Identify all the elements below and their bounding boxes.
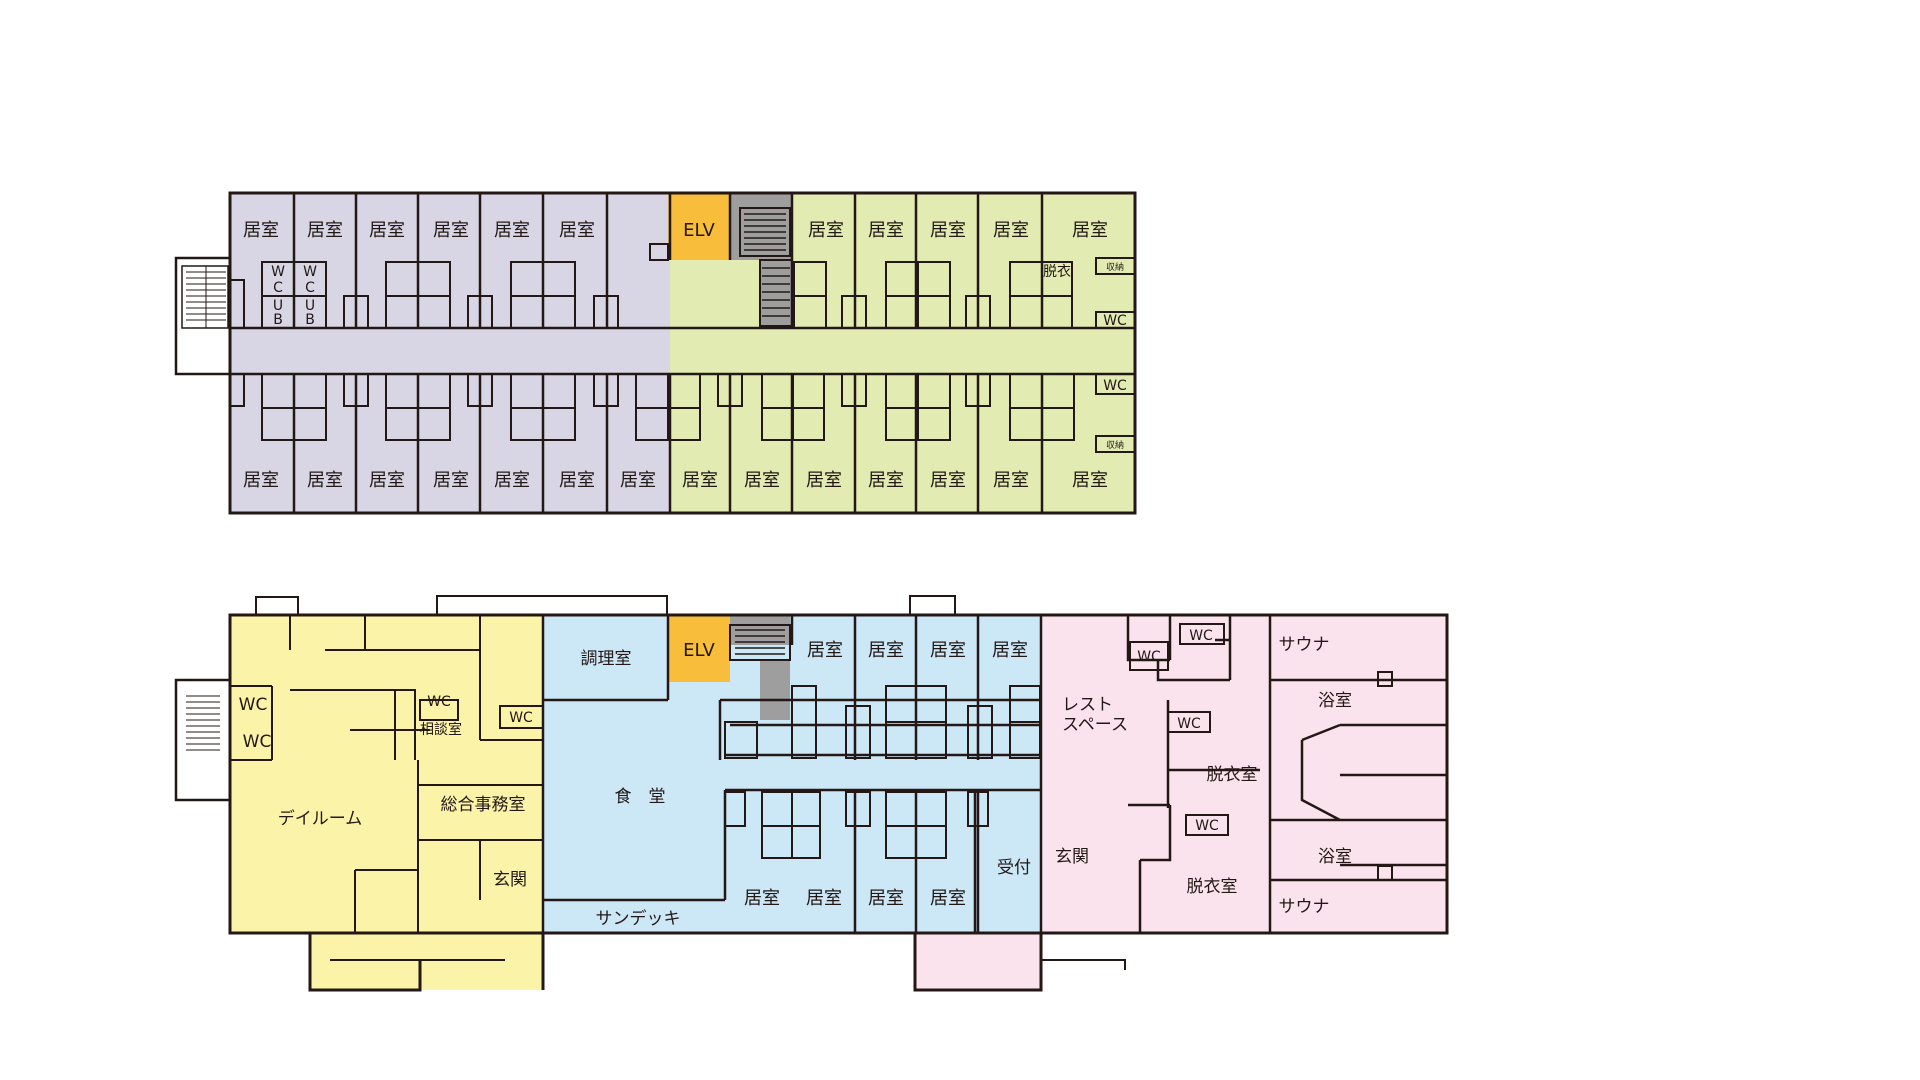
upper-purple-wing <box>230 193 670 513</box>
lower-room-6: 居室 <box>806 888 842 909</box>
lower-pink-extension <box>915 933 1041 990</box>
lower-wc-8: WC <box>1195 818 1219 834</box>
upper-room-bottom-12: 居室 <box>930 470 966 491</box>
kitchen-label: 調理室 <box>581 649 632 669</box>
svg-text:W: W <box>271 264 285 280</box>
upper-floor-plan: 居室 居室 居室 居室 居室 居室 居室 居室 居室 居室 居室 ELV 居室 … <box>174 191 1137 515</box>
lower-yellow-extension <box>310 933 543 990</box>
upper-room-bottom-10: 居室 <box>806 470 842 491</box>
sauna-a-label: サウナ <box>1279 635 1330 655</box>
lower-room-4: 居室 <box>992 640 1028 661</box>
sundeck-label: サンデッキ <box>596 908 681 929</box>
upper-elevator-label: ELV <box>683 220 715 241</box>
svg-text:B: B <box>305 312 315 328</box>
upper-room-bottom-7: 居室 <box>620 470 656 491</box>
lower-wc-4: WC <box>509 710 533 726</box>
lower-center-stair <box>729 624 791 661</box>
upper-room-bottom-8: 居室 <box>682 470 718 491</box>
svg-text:WC: WC <box>1103 313 1127 329</box>
sauna-b-label: サウナ <box>1279 897 1330 917</box>
upper-left-stair <box>174 256 232 376</box>
entrance-right-label: 玄関 <box>1055 847 1089 867</box>
lower-stair-2 <box>760 660 790 720</box>
lower-room-3: 居室 <box>930 640 966 661</box>
upper-room-bottom-9: 居室 <box>744 470 780 491</box>
upper-room-bottom-14: 居室 <box>1072 470 1108 491</box>
upper-room-bottom-1: 居室 <box>243 470 279 491</box>
upper-room-top-4: 居室 <box>433 220 469 241</box>
svg-text:B: B <box>273 312 283 328</box>
upper-room-top-8: 居室 <box>868 220 904 241</box>
lower-room-8: 居室 <box>930 888 966 909</box>
upper-room-bottom-5: 居室 <box>494 470 530 491</box>
upper-room-top-3: 居室 <box>369 220 405 241</box>
upper-room-top-10: 居室 <box>993 220 1029 241</box>
lower-floor-plan: ELV 調理室 食 堂 サンデッキ デイルーム 総合事務室 相談室 玄関 受付 … <box>174 595 1449 992</box>
upper-elevator <box>668 193 730 260</box>
upper-stair-lower <box>760 260 792 326</box>
consult-label: 相談室 <box>420 721 462 738</box>
lower-wc-1: WC <box>239 695 268 715</box>
upper-room-top-1: 居室 <box>243 220 279 241</box>
upper-room-bottom-11: 居室 <box>868 470 904 491</box>
dayroom-label: デイルーム <box>278 808 363 829</box>
lower-wc-5: WC <box>1137 649 1161 665</box>
changing-room-b-label: 脱衣室 <box>1187 877 1238 897</box>
bath-a-label: 浴室 <box>1318 691 1352 711</box>
svg-text:C: C <box>305 280 315 296</box>
lower-room-1: 居室 <box>807 640 843 661</box>
upper-unit-labels: W C W C U B U B 脱衣 収納 WC WC 収納 <box>271 261 1127 451</box>
lower-wc-2: WC <box>243 732 272 752</box>
upper-room-top-7: 居室 <box>808 220 844 241</box>
upper-center-stair <box>649 207 793 327</box>
upper-room-bottom-2: 居室 <box>307 470 343 491</box>
upper-room-top-9: 居室 <box>930 220 966 241</box>
lower-left-stair <box>174 678 232 802</box>
upper-room-bottom-13: 居室 <box>993 470 1029 491</box>
lower-blue-wing <box>543 615 1041 933</box>
lower-wc-7: WC <box>1177 716 1201 732</box>
upper-room-top-2: 居室 <box>307 220 343 241</box>
svg-text:脱衣: 脱衣 <box>1043 264 1071 280</box>
bath-b-label: 浴室 <box>1318 847 1352 867</box>
upper-room-top-11: 居室 <box>1072 220 1108 241</box>
lower-room-2: 居室 <box>868 640 904 661</box>
svg-text:W: W <box>303 264 317 280</box>
upper-top-units <box>229 257 1136 329</box>
svg-text:収納: 収納 <box>1106 261 1124 273</box>
svg-text:WC: WC <box>1103 378 1127 394</box>
svg-text:U: U <box>273 298 283 314</box>
upper-room-top-6: 居室 <box>559 220 595 241</box>
upper-room-top-5: 居室 <box>494 220 530 241</box>
lower-room-7: 居室 <box>868 888 904 909</box>
changing-room-a-label: 脱衣室 <box>1207 765 1258 785</box>
svg-text:C: C <box>273 280 283 296</box>
lower-room-5: 居室 <box>744 888 780 909</box>
lower-wc-3: WC <box>427 694 451 710</box>
dining-label: 食 堂 <box>615 787 666 807</box>
svg-text:収納: 収納 <box>1106 439 1124 451</box>
reception-label: 受付 <box>997 858 1031 878</box>
lower-yellow-wing <box>230 615 543 933</box>
upper-room-bottom-3: 居室 <box>369 470 405 491</box>
svg-text:U: U <box>305 298 315 314</box>
lower-elevator-label: ELV <box>683 640 715 661</box>
upper-bottom-units <box>229 373 1136 453</box>
upper-room-bottom-4: 居室 <box>433 470 469 491</box>
lower-elevator <box>668 615 730 682</box>
office-label: 総合事務室 <box>441 795 526 815</box>
rest-space-label-1: レスト <box>1062 695 1113 715</box>
entrance-left-label: 玄関 <box>493 870 527 890</box>
upper-room-bottom-6: 居室 <box>559 470 595 491</box>
lower-wc-6: WC <box>1189 628 1213 644</box>
rest-space-label-2: スペース <box>1062 715 1128 735</box>
